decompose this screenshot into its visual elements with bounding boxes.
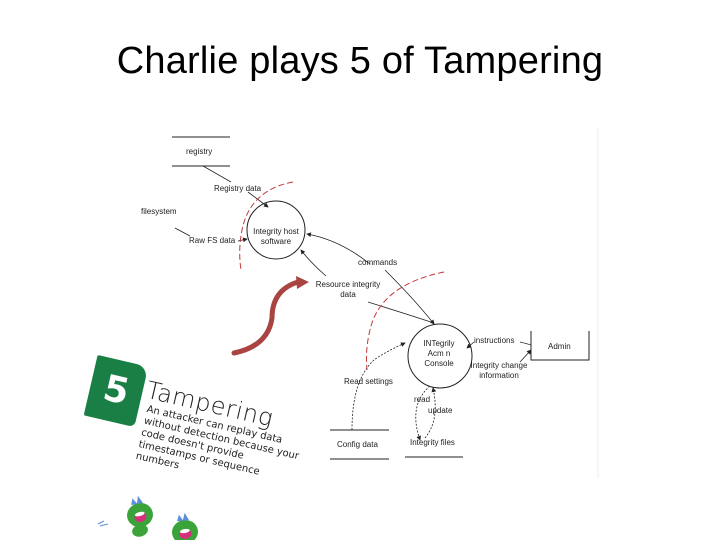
store-label-integrity-files: Integrity files (410, 438, 455, 447)
registry-store (172, 136, 230, 167)
store-label-registry: registry (186, 147, 213, 156)
store-label-config-data: Config data (337, 440, 378, 449)
flow-label-integrity-change-line1: Integrity change (470, 361, 528, 370)
flow-label-raw-fs-data: Raw FS data (189, 236, 236, 245)
flow-label-resource-integrity-line2: data (340, 290, 356, 299)
trust-boundary-2 (365, 271, 445, 371)
monster-mascot-2 (172, 512, 198, 540)
entity-label-admin: Admin (548, 342, 571, 351)
process-label-host-line1: Integrity host (253, 227, 299, 236)
slide-title: Charlie plays 5 of Tampering (116, 40, 604, 82)
flow-label-read-settings: Read settings (344, 377, 393, 386)
process-label-admin-console-line1: INTegrily (423, 339, 455, 348)
monster-mascot-1 (127, 495, 153, 537)
host-software-process (246, 200, 306, 260)
pointer-arrow (231, 279, 301, 356)
process-label-admin-console-line2: Acm n (427, 349, 451, 358)
admin-entity (530, 331, 590, 361)
process-label-host-line2: software (260, 237, 292, 246)
card-number-badge: 5 (83, 354, 149, 428)
tampering-card: 5 Tampering An attacker can replay data … (83, 352, 300, 512)
flow-label-registry-data: Registry data (214, 184, 262, 193)
trust-boundary-1 (239, 181, 294, 271)
config-data-store (330, 429, 389, 460)
flow-label-update: update (428, 406, 453, 415)
flow-label-read: read (414, 395, 431, 404)
flow-label-commands: commands (358, 258, 398, 267)
store-label-filesystem: filesystem (141, 207, 177, 216)
admin-console-process (407, 323, 473, 389)
flow-label-instructions: instructions (474, 336, 515, 345)
flow-label-integrity-change-line2: information (479, 371, 519, 380)
flow-label-resource-integrity-line1: Resource integrity (315, 280, 381, 289)
process-label-admin-console-line3: Console (424, 359, 454, 368)
mascot-splash-icon (97, 520, 109, 527)
